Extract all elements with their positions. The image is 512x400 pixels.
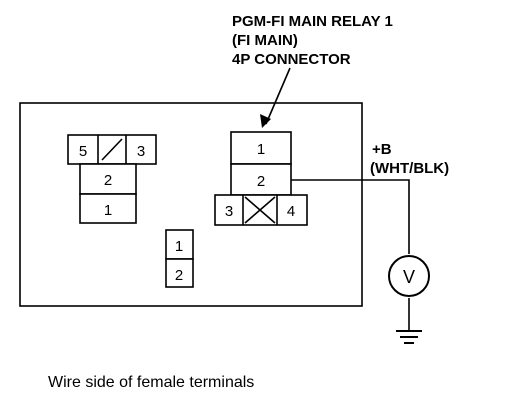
main-connector-cell-1: 1 xyxy=(257,141,265,158)
relay-label: PGM-FI MAIN RELAY 1 (FI MAIN) 4P CONNECT… xyxy=(232,13,393,68)
supply-label: +B (WHT/BLK) xyxy=(370,141,449,177)
small-connector: 1 2 xyxy=(165,229,194,288)
left-connector-cell-2: 2 xyxy=(104,172,112,189)
relay-label-line1: PGM-FI MAIN RELAY 1 xyxy=(232,13,393,30)
small-connector-cell-1: 1 xyxy=(175,238,183,255)
left-connector-cell-1: 1 xyxy=(104,202,112,219)
main-connector-cell-4: 4 xyxy=(287,203,295,220)
pointer-arrow xyxy=(260,67,291,128)
test-lead-wire xyxy=(291,179,410,330)
left-connector-blank-slash xyxy=(101,138,123,161)
left-connector-cell-5: 5 xyxy=(79,143,87,160)
diagram-caption: Wire side of female terminals xyxy=(48,374,254,391)
left-connector-bottom-row xyxy=(79,193,137,224)
main-connector-top-row xyxy=(230,131,292,165)
main-connector-blank-cross-b xyxy=(244,196,276,224)
voltmeter-icon: V xyxy=(388,255,430,297)
voltmeter-symbol: V xyxy=(403,267,415,287)
small-connector-cell-2: 2 xyxy=(175,267,183,284)
relay-label-line2: (FI MAIN) xyxy=(232,32,298,49)
small-connector-bottom-cell xyxy=(165,258,194,288)
left-connector: 5 3 2 1 xyxy=(67,134,157,224)
main-relay-connector: 1 2 3 4 xyxy=(214,131,308,226)
supply-wire-color: (WHT/BLK) xyxy=(370,160,449,177)
connector-housing-frame xyxy=(19,102,363,307)
main-connector-cell-2: 2 xyxy=(257,173,265,190)
ground-icon xyxy=(396,330,422,344)
relay-label-line3: 4P CONNECTOR xyxy=(232,51,351,68)
left-connector-cell-3: 3 xyxy=(137,143,145,160)
small-connector-top-cell xyxy=(165,229,194,260)
supply-symbol: +B xyxy=(372,141,392,158)
main-connector-cell-3: 3 xyxy=(225,203,233,220)
